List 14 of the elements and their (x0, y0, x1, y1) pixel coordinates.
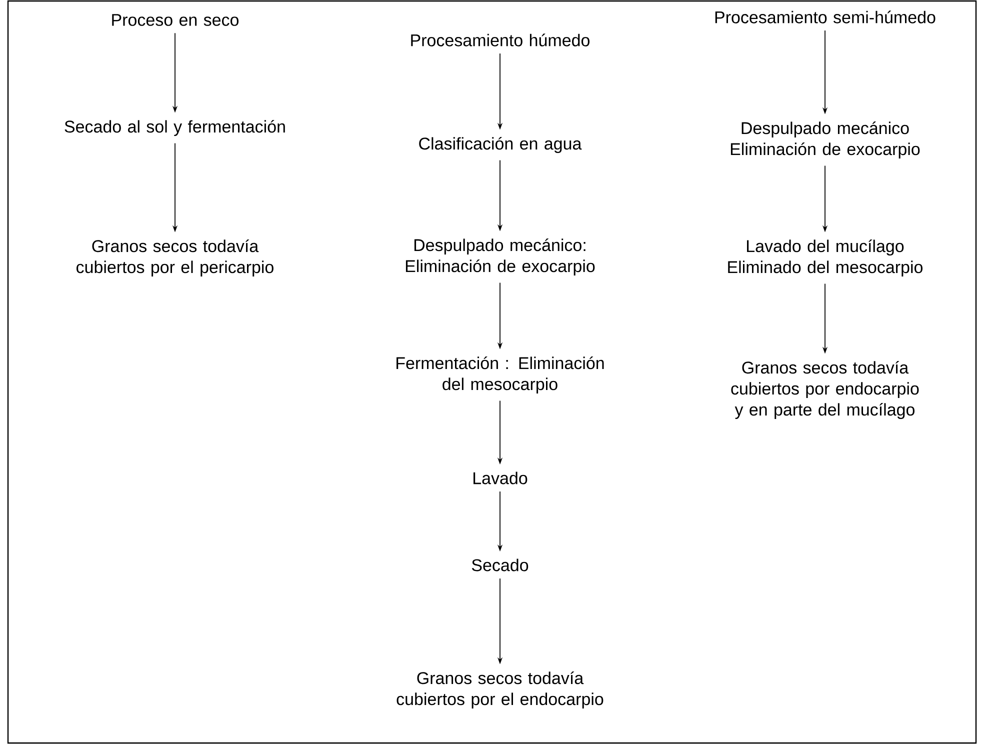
step-text: Lavado del mucílago Eliminado del mesocarpio (728, 239, 922, 277)
step-text: Granos secos todavía cubiertos por endocarpio y en parte del mucílago (731, 360, 919, 420)
step-text: Lavado (474, 472, 528, 484)
step-text: Secado (472, 558, 528, 572)
step-text: Proceso en seco (112, 14, 239, 26)
step-text: Despulpado mecánico: Eliminación de exocarpio (406, 238, 595, 276)
step-text: Granos secos todavía cubiertos por el pericarpio (76, 239, 274, 277)
step-text: Secado al sol y fermentación (64, 120, 285, 136)
step-text: Fermentación : Eliminación del mesocarpio (396, 356, 604, 394)
step-text: Clasificación en agua (419, 136, 582, 154)
step-text: Despulpado mecánico Eliminación de exocarpio (730, 121, 920, 159)
step-text: Granos secos todavía cubiertos por el endocarpio (396, 671, 604, 709)
step-text: Procesamiento semi-húmedo (715, 10, 936, 24)
step-text: Procesamiento húmedo (411, 34, 590, 46)
